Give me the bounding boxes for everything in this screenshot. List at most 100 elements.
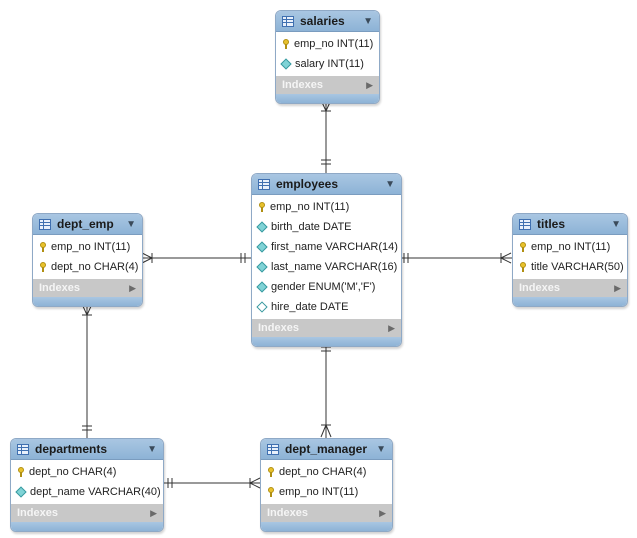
expand-arrow-icon[interactable]: ▶ — [388, 322, 395, 333]
column-row[interactable]: last_name VARCHAR(16) — [252, 257, 401, 277]
table-footer — [11, 522, 163, 531]
expand-arrow-icon[interactable]: ▶ — [129, 282, 136, 293]
table-dept-emp[interactable]: dept_emp ▼ emp_no INT(11) dept_no CHAR(4… — [32, 213, 143, 307]
table-footer — [261, 522, 392, 531]
table-title: employees — [276, 177, 339, 191]
column-row[interactable]: emp_no INT(11) — [261, 482, 392, 502]
column-list: emp_no INT(11) dept_no CHAR(4) — [33, 235, 142, 279]
table-header[interactable]: titles ▼ — [513, 214, 627, 235]
column-row[interactable]: dept_no CHAR(4) — [33, 257, 142, 277]
column-label: emp_no INT(11) — [294, 38, 374, 50]
key-icon — [257, 201, 267, 213]
column-label: emp_no INT(11) — [279, 486, 359, 498]
column-row[interactable]: emp_no INT(11) — [252, 197, 401, 217]
column-label: last_name VARCHAR(16) — [271, 261, 398, 273]
column-row[interactable]: birth_date DATE — [252, 217, 401, 237]
column-row[interactable]: dept_name VARCHAR(40) — [11, 482, 163, 502]
column-row[interactable]: first_name VARCHAR(14) — [252, 237, 401, 257]
column-label: gender ENUM('M','F') — [271, 281, 376, 293]
indexes-label: Indexes — [258, 322, 299, 334]
diamond-icon — [256, 221, 268, 233]
rel-departments-dept-emp[interactable] — [81, 302, 93, 438]
table-salaries[interactable]: salaries ▼ emp_no INT(11) salary INT(11)… — [275, 10, 380, 104]
column-label: first_name VARCHAR(14) — [271, 241, 398, 253]
collapse-arrow-icon[interactable]: ▼ — [126, 218, 136, 230]
collapse-arrow-icon[interactable]: ▼ — [611, 218, 621, 230]
expand-arrow-icon[interactable]: ▶ — [379, 507, 386, 518]
column-label: birth_date DATE — [271, 221, 352, 233]
rel-employees-dept-manager[interactable] — [320, 342, 332, 438]
table-title: dept_manager — [285, 442, 368, 456]
table-title: departments — [35, 442, 108, 456]
column-label: salary INT(11) — [295, 58, 364, 70]
table-title: salaries — [300, 14, 345, 28]
expand-arrow-icon[interactable]: ▶ — [366, 79, 373, 90]
key-icon — [281, 38, 291, 50]
indexes-section[interactable]: Indexes ▶ — [11, 504, 163, 522]
column-label: emp_no INT(11) — [270, 201, 350, 213]
table-dept-manager[interactable]: dept_manager ▼ dept_no CHAR(4) emp_no IN… — [260, 438, 393, 532]
indexes-label: Indexes — [17, 507, 58, 519]
column-row[interactable]: dept_no CHAR(4) — [11, 462, 163, 482]
table-footer — [513, 297, 627, 306]
rel-employees-dept-emp[interactable] — [141, 252, 252, 264]
column-list: dept_no CHAR(4) dept_name VARCHAR(40) — [11, 460, 163, 504]
table-footer — [33, 297, 142, 306]
key-icon — [518, 241, 528, 253]
expand-arrow-icon[interactable]: ▶ — [150, 507, 157, 518]
column-list: emp_no INT(11) title VARCHAR(50) — [513, 235, 627, 279]
key-icon — [266, 486, 276, 498]
table-header[interactable]: employees ▼ — [252, 174, 401, 195]
rel-departments-dept-manager[interactable] — [163, 477, 262, 489]
column-row[interactable]: salary INT(11) — [276, 54, 379, 74]
column-list: emp_no INT(11) salary INT(11) — [276, 32, 379, 76]
rel-employees-titles[interactable] — [400, 252, 513, 264]
column-label: dept_no CHAR(4) — [51, 261, 139, 273]
column-row[interactable]: hire_date DATE — [252, 297, 401, 317]
column-row[interactable]: emp_no INT(11) — [276, 34, 379, 54]
indexes-section[interactable]: Indexes ▶ — [261, 504, 392, 522]
collapse-arrow-icon[interactable]: ▼ — [385, 178, 395, 190]
table-icon — [519, 218, 531, 230]
collapse-arrow-icon[interactable]: ▼ — [376, 443, 386, 455]
table-icon — [39, 218, 51, 230]
key-icon — [38, 241, 48, 253]
column-label: emp_no INT(11) — [531, 241, 611, 253]
indexes-label: Indexes — [519, 282, 560, 294]
column-row[interactable]: emp_no INT(11) — [33, 237, 142, 257]
column-list: emp_no INT(11) birth_date DATE first_nam… — [252, 195, 401, 319]
expand-arrow-icon[interactable]: ▶ — [614, 282, 621, 293]
table-icon — [258, 178, 270, 190]
table-header[interactable]: departments ▼ — [11, 439, 163, 460]
column-row[interactable]: dept_no CHAR(4) — [261, 462, 392, 482]
indexes-section[interactable]: Indexes ▶ — [513, 279, 627, 297]
key-icon — [38, 261, 48, 273]
table-employees[interactable]: employees ▼ emp_no INT(11) birth_date DA… — [251, 173, 402, 347]
indexes-label: Indexes — [39, 282, 80, 294]
column-list: dept_no CHAR(4) emp_no INT(11) — [261, 460, 392, 504]
collapse-arrow-icon[interactable]: ▼ — [147, 443, 157, 455]
indexes-section[interactable]: Indexes ▶ — [33, 279, 142, 297]
diamond-icon — [256, 241, 268, 253]
column-row[interactable]: emp_no INT(11) — [513, 237, 627, 257]
table-header[interactable]: dept_emp ▼ — [33, 214, 142, 235]
indexes-section[interactable]: Indexes ▶ — [252, 319, 401, 337]
rel-employees-salaries[interactable] — [320, 96, 332, 174]
table-title: titles — [537, 217, 566, 231]
column-label: dept_name VARCHAR(40) — [30, 486, 161, 498]
collapse-arrow-icon[interactable]: ▼ — [363, 15, 373, 27]
column-row[interactable]: gender ENUM('M','F') — [252, 277, 401, 297]
column-row[interactable]: title VARCHAR(50) — [513, 257, 627, 277]
column-label: dept_no CHAR(4) — [29, 466, 117, 478]
table-footer — [252, 337, 401, 346]
table-header[interactable]: salaries ▼ — [276, 11, 379, 32]
table-departments[interactable]: departments ▼ dept_no CHAR(4) dept_name … — [10, 438, 164, 532]
table-header[interactable]: dept_manager ▼ — [261, 439, 392, 460]
table-title: dept_emp — [57, 217, 114, 231]
column-label: emp_no INT(11) — [51, 241, 131, 253]
table-titles[interactable]: titles ▼ emp_no INT(11) title VARCHAR(50… — [512, 213, 628, 307]
indexes-label: Indexes — [267, 507, 308, 519]
indexes-section[interactable]: Indexes ▶ — [276, 76, 379, 94]
